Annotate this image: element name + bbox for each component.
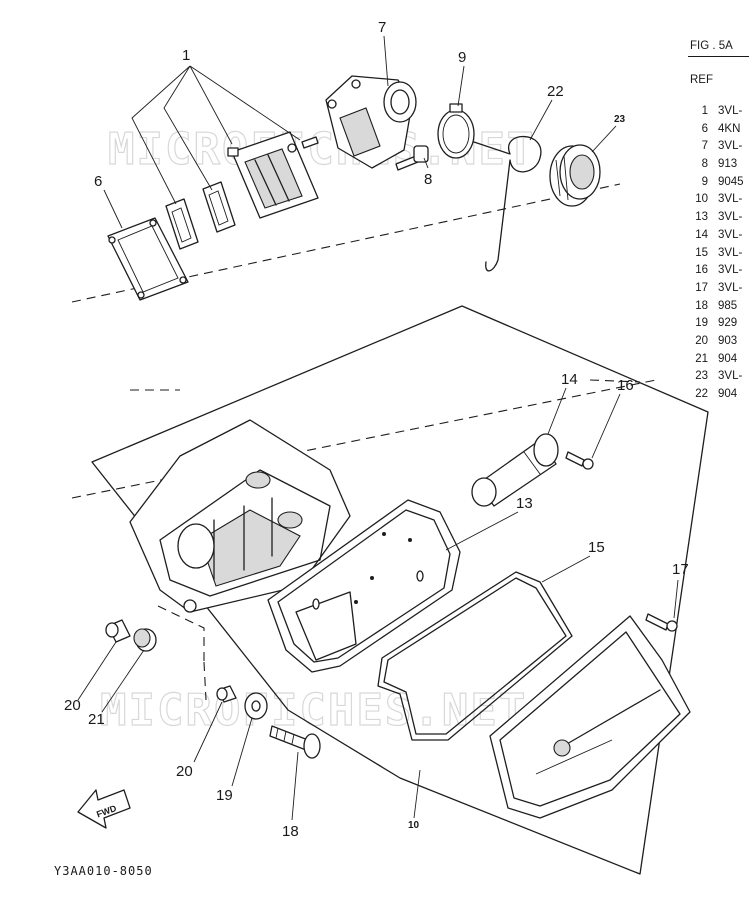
hose-clamp-9 <box>437 103 475 159</box>
drawing-code: Y3AA010-8050 <box>54 864 153 878</box>
fwd-arrow-icon: FWD <box>77 789 131 829</box>
callout-6-leader <box>103 189 123 229</box>
callout-7-leader <box>383 35 389 87</box>
rubber-grommet-20 <box>105 619 131 643</box>
callout-label-9: 9 <box>458 49 466 66</box>
rubber-grommet-20b <box>216 685 237 703</box>
screw-16 <box>565 451 594 470</box>
intake-tube-14 <box>471 433 559 507</box>
callout-label-16: 16 <box>617 377 634 394</box>
callout-label-13: 13 <box>516 495 533 512</box>
callout-label-17: 17 <box>672 561 689 578</box>
callout-14-leader <box>547 387 567 435</box>
callout-9-leader <box>457 65 465 107</box>
callout-label-10: 10 <box>408 820 420 831</box>
screw-17 <box>645 613 678 632</box>
callout-10-leader <box>413 769 421 819</box>
filter-element-13 <box>267 499 461 673</box>
callout-18-leader <box>291 751 299 821</box>
callout-label-6: 6 <box>94 173 102 190</box>
table-rule <box>688 56 749 57</box>
callout-label-20a: 20 <box>64 697 81 714</box>
bolt-8 <box>395 145 429 171</box>
assembly-dash-line-lower <box>71 379 657 499</box>
callout-23-leader <box>591 125 617 153</box>
callout-16-leader <box>591 393 621 459</box>
callout-20b-leader <box>193 701 223 763</box>
bolt-18 <box>269 725 321 759</box>
airbox-assembly-outline <box>91 305 709 875</box>
svg-text:MICROFICHES.NET: MICROFICHES.NET <box>100 685 527 736</box>
callout-13-leader <box>445 511 519 551</box>
callout-label-8: 8 <box>424 171 432 188</box>
washer-1 <box>287 143 297 153</box>
intake-manifold-7 <box>325 75 417 169</box>
callout-19-leader <box>231 717 253 787</box>
callout-label-1: 1 <box>182 47 190 64</box>
callout-label-21: 21 <box>88 711 105 728</box>
cover-seal-15 <box>377 571 573 741</box>
gasket-6 <box>107 217 189 301</box>
watermark-bottom: MICROFICHES.NET <box>99 684 527 736</box>
callout-label-19: 19 <box>216 787 233 804</box>
callout-label-15: 15 <box>588 539 605 556</box>
airbox-case <box>129 419 351 613</box>
callout-label-7: 7 <box>378 19 386 36</box>
spring-clip-22 <box>473 135 542 272</box>
callout-17-leader <box>673 579 679 619</box>
callout-label-22: 22 <box>547 83 564 100</box>
reed-valve-block <box>227 131 319 219</box>
callout-8-leader <box>423 157 429 169</box>
callout-label-20b: 20 <box>176 763 193 780</box>
ref-header: REF <box>690 74 713 86</box>
callout-label-23: 23 <box>614 114 626 125</box>
callout-1-leaders: 1 <box>131 47 301 205</box>
screw-1 <box>301 136 319 149</box>
collar-21 <box>133 628 157 652</box>
callout-20a-leader <box>77 641 117 701</box>
dash-right-marker <box>589 379 641 383</box>
washer-19 <box>244 692 268 720</box>
callout-label-14: 14 <box>561 371 578 388</box>
airbox-cover <box>489 615 691 819</box>
callout-21-leader <box>101 649 145 713</box>
dash-bracket-2 <box>203 661 207 701</box>
callout-15-leader <box>541 555 591 583</box>
callout-22-leader <box>529 99 553 141</box>
rubber-joint-23 <box>549 144 601 207</box>
dash-bracket <box>157 605 205 662</box>
reed-petals <box>165 181 236 250</box>
callout-label-18: 18 <box>282 823 299 840</box>
figure-label: FIG . 5A <box>690 40 733 52</box>
